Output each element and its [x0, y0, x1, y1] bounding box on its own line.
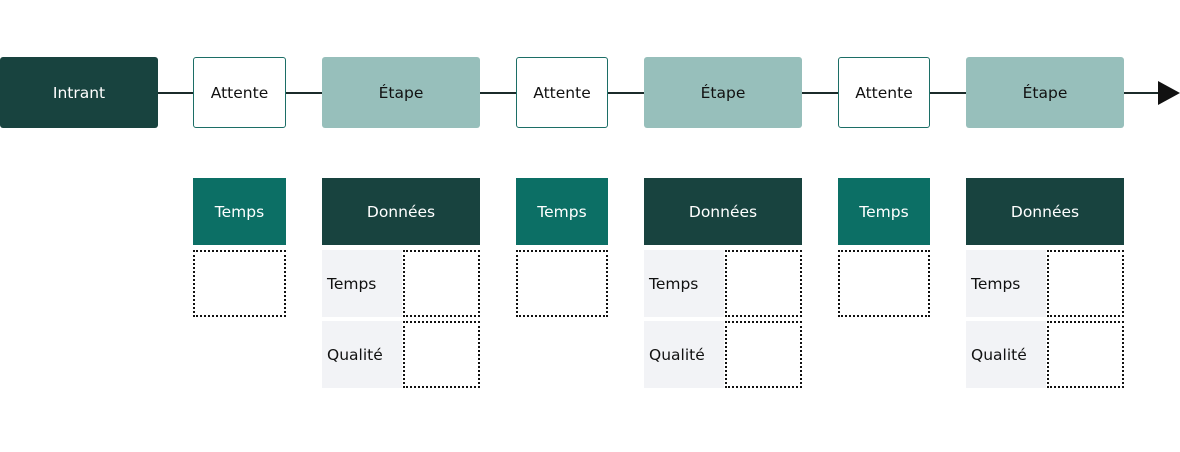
step-box-3: Étape [966, 57, 1124, 128]
time-header-label: Temps [537, 202, 587, 221]
data-row-value-time-3 [1047, 250, 1124, 317]
data-row-value-time-2 [725, 250, 802, 317]
row-label-text: Temps [649, 274, 699, 293]
data-header-label: Données [688, 202, 758, 221]
step-label: Étape [1022, 83, 1068, 102]
data-row-label-time-1: Temps [322, 250, 402, 317]
time-value-cell-3 [838, 250, 930, 317]
step-label: Étape [378, 83, 424, 102]
time-header-label: Temps [214, 202, 265, 221]
data-row-value-quality-1 [403, 321, 480, 388]
row-label-text: Qualité [649, 345, 705, 364]
time-header-label: Temps [859, 202, 909, 221]
data-header-3: Données [966, 178, 1124, 245]
data-row-value-time-1 [403, 250, 480, 317]
time-header-1: Temps [193, 178, 286, 245]
wait-box-2: Attente [516, 57, 608, 128]
flow-arrow-head-icon [1158, 81, 1180, 105]
data-header-label: Données [1010, 202, 1080, 221]
row-label-text: Qualité [971, 345, 1027, 364]
wait-label: Attente [533, 83, 591, 102]
data-row-label-quality-1: Qualité [322, 321, 402, 388]
data-header-1: Données [322, 178, 480, 245]
data-row-label-quality-3: Qualité [966, 321, 1046, 388]
row-label-text: Temps [327, 274, 377, 293]
data-row-value-quality-3 [1047, 321, 1124, 388]
wait-label: Attente [855, 83, 913, 102]
input-label: Intrant [52, 83, 106, 102]
wait-box-1: Attente [193, 57, 286, 128]
wait-box-3: Attente [838, 57, 930, 128]
time-header-2: Temps [516, 178, 608, 245]
step-label: Étape [700, 83, 746, 102]
time-value-cell-2 [516, 250, 608, 317]
data-row-label-quality-2: Qualité [644, 321, 724, 388]
data-row-label-time-2: Temps [644, 250, 724, 317]
input-box: Intrant [0, 57, 158, 128]
row-label-text: Temps [971, 274, 1021, 293]
time-value-cell-1 [193, 250, 286, 317]
data-row-value-quality-2 [725, 321, 802, 388]
time-header-3: Temps [838, 178, 930, 245]
step-box-2: Étape [644, 57, 802, 128]
step-box-1: Étape [322, 57, 480, 128]
row-label-text: Qualité [327, 345, 383, 364]
data-header-2: Données [644, 178, 802, 245]
data-row-label-time-3: Temps [966, 250, 1046, 317]
data-header-label: Données [366, 202, 436, 221]
wait-label: Attente [210, 83, 269, 102]
